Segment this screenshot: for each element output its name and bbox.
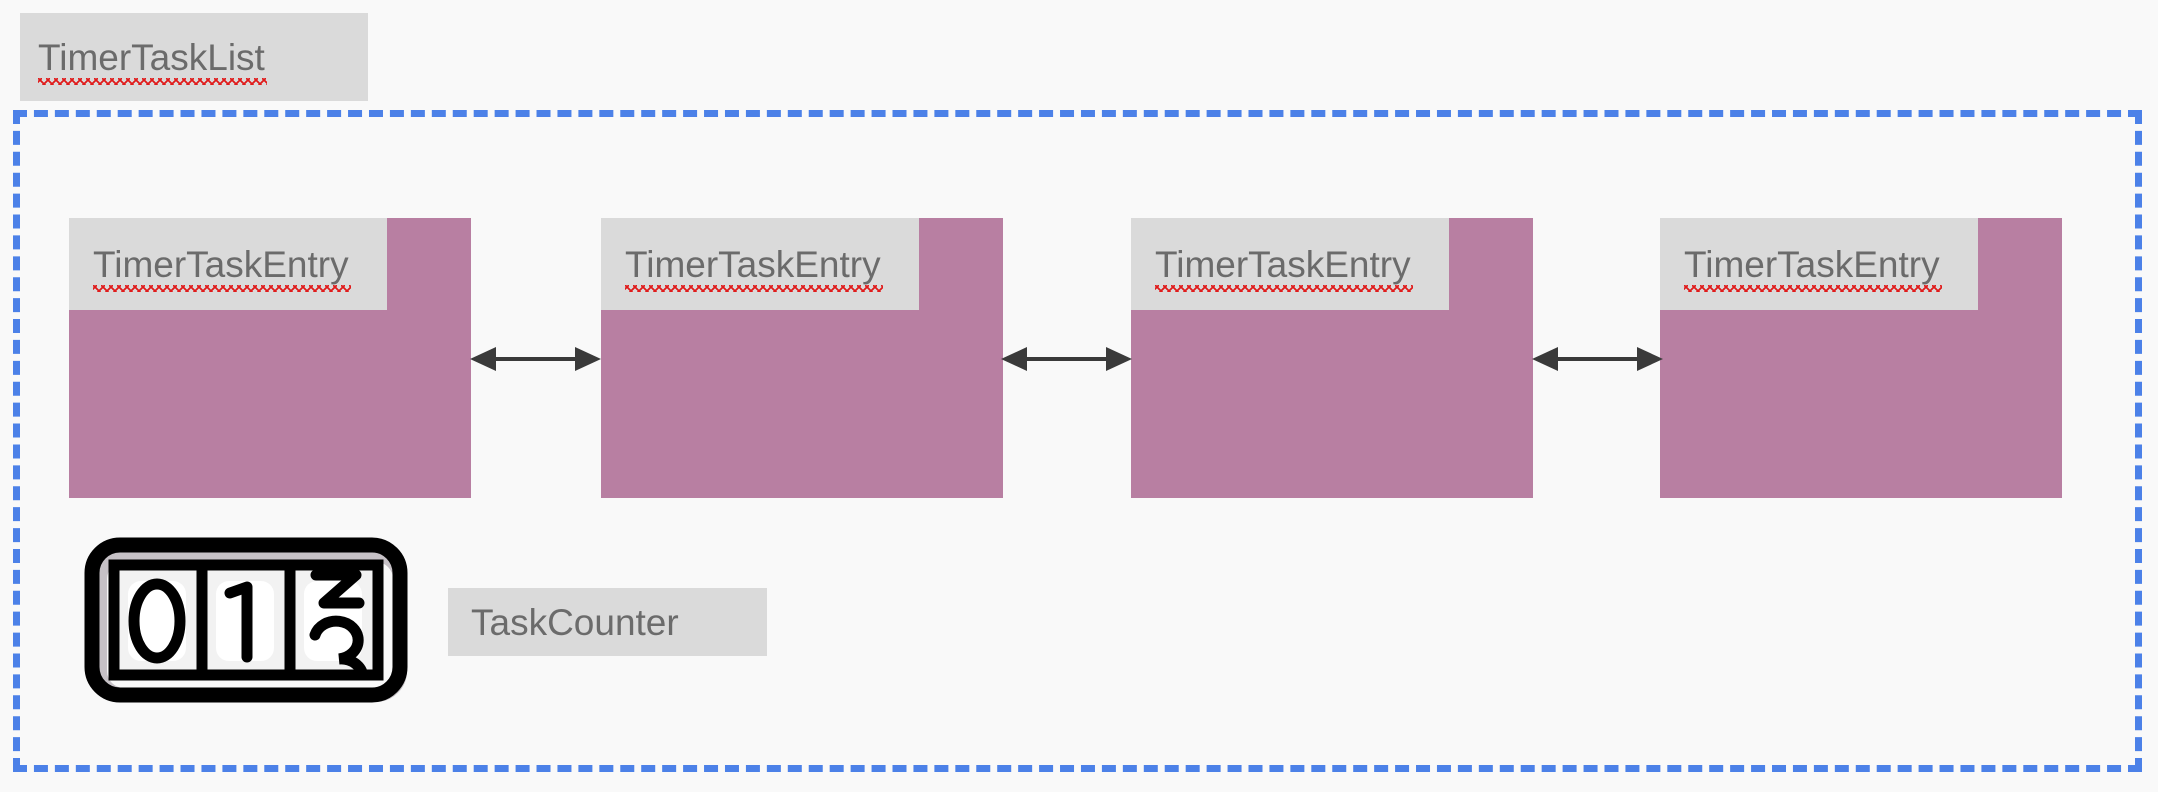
timer-task-entry-box[interactable]: TimerTaskEntry [69,218,471,498]
entry-label-chip[interactable]: TimerTaskEntry [601,218,919,310]
entry-label: TimerTaskEntry [93,243,351,292]
double-headed-arrow-icon [1532,347,1663,371]
timer-task-entry-box[interactable]: TimerTaskEntry [1660,218,2062,498]
entry-label-chip[interactable]: TimerTaskEntry [69,218,387,310]
entry-label: TimerTaskEntry [1155,243,1413,292]
container-title-label: TimerTaskList [38,36,267,85]
entry-label: TimerTaskEntry [1684,243,1942,292]
double-headed-arrow-icon [1001,347,1132,371]
entry-label-chip[interactable]: TimerTaskEntry [1131,218,1449,310]
odometer-counter-icon[interactable] [84,537,416,709]
odometer-counter-glyph [84,537,416,709]
double-arrow-connector[interactable] [1532,339,1663,379]
entry-label-chip[interactable]: TimerTaskEntry [1660,218,1978,310]
timer-task-entry-box[interactable]: TimerTaskEntry [1131,218,1533,498]
double-arrow-connector[interactable] [1001,339,1132,379]
double-headed-arrow-icon [470,347,601,371]
task-counter-label-chip[interactable]: TaskCounter [448,588,767,656]
task-counter-label: TaskCounter [471,601,679,643]
container-title-chip[interactable]: TimerTaskList [20,13,368,101]
timer-task-list-container[interactable] [13,110,2142,772]
entry-label: TimerTaskEntry [625,243,883,292]
timer-task-entry-box[interactable]: TimerTaskEntry [601,218,1003,498]
double-arrow-connector[interactable] [470,339,601,379]
